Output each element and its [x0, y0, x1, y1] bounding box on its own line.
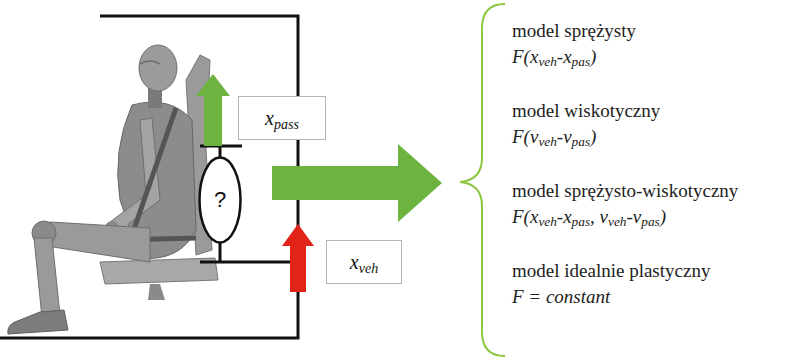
model-formula: F(xveh-xpas, vveh-vpas) — [512, 206, 666, 228]
node-text: ? — [214, 187, 226, 213]
position-label: xpass — [238, 96, 326, 140]
vehicle-frame — [0, 16, 298, 338]
position-label: xveh — [326, 240, 402, 284]
model-name: model sprężysty — [512, 20, 636, 42]
crash-dummy — [8, 45, 218, 334]
model-name: model wiskotyczny — [512, 100, 660, 122]
vehicle-arrow — [282, 224, 314, 292]
unknown-element: ? — [198, 156, 242, 244]
node-text: xveh — [350, 251, 378, 274]
model-name: model sprężysto-wiskotyczny — [512, 180, 738, 202]
model-formula: F(xveh-xpas) — [512, 46, 596, 68]
passenger-arrow — [196, 74, 230, 146]
curly-bracket — [460, 4, 505, 356]
node-text: xpass — [265, 107, 299, 130]
model-formula: F(vveh-vpas) — [512, 126, 596, 148]
model-arrow — [272, 144, 442, 222]
model-formula: F = constant — [512, 286, 610, 308]
model-name: model idealnie plastyczny — [512, 260, 710, 282]
